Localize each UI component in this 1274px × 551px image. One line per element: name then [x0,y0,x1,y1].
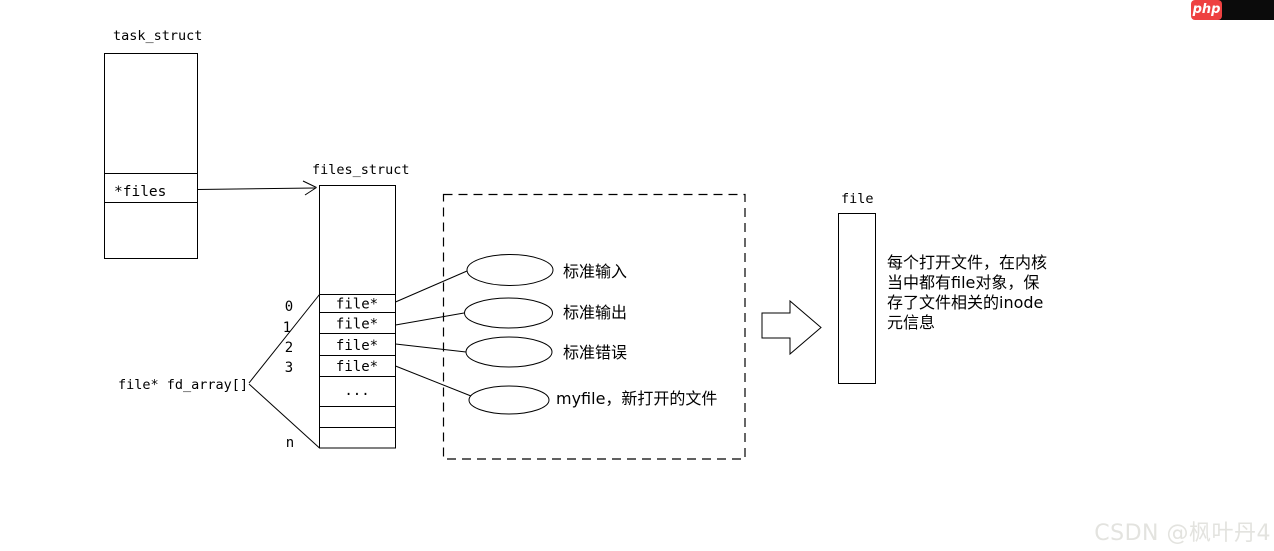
label-stderr: 标准错误 [563,343,627,362]
fd-index-0: 0 [285,299,293,315]
file-object-ellipse-stdout [464,297,553,329]
files-struct-title: files_struct [312,162,410,178]
fd-index-3: 3 [285,360,293,376]
site-logo-black-bar [1218,0,1274,20]
block-arrow [761,299,822,356]
connector-fd3 [395,365,472,397]
fd-cell-1: file* [336,317,378,333]
fd-cell-ellipsis: ... [344,383,369,399]
file-object-ellipse-myfile [468,385,550,415]
file-box-title: file [841,191,874,207]
connector-fd0 [395,270,468,303]
label-stdout: 标准输出 [563,303,627,322]
task-struct-title: task_struct [113,28,202,44]
file-object-ellipse-stdin [466,254,554,286]
files-pointer-arrow-line [197,187,316,190]
file-description-line: 存了文件相关的inode [887,293,1043,312]
file-description-line: 每个打开文件，在内核 [887,253,1047,272]
task-struct-files-field: *files [114,184,166,200]
csdn-watermark: CSDN @枫叶丹4 [1094,521,1271,546]
file-box [838,213,876,384]
file-description-line: 元信息 [887,313,935,332]
fd-index-1: 1 [283,320,291,336]
php-logo: php [1191,0,1222,20]
fd-cell-2: file* [336,338,378,354]
fd-array-label: file* fd_array[] [118,377,248,393]
files-struct-box [319,185,396,449]
fd-index-n: n [286,435,294,451]
connector-fd1 [395,312,465,326]
file-description-line: 当中都有file对象，保 [887,273,1039,292]
file-object-ellipse-stderr [465,336,553,368]
files-pointer-arrowhead [302,180,317,188]
fd-array-brace-upper [248,294,320,384]
fd-array-brace-lower [248,383,320,449]
task-struct-box [104,53,198,259]
fd-cell-3: file* [336,359,378,375]
file-description: 每个打开文件，在内核 当中都有file对象，保 存了文件相关的inode 元信息 [887,253,1047,332]
label-myfile: myfile，新打开的文件 [556,389,717,408]
connector-fd2 [395,343,467,353]
label-stdin: 标准输入 [563,262,627,281]
fd-cell-0: file* [336,297,378,313]
open-files-dashed-box [442,193,746,460]
fd-index-2: 2 [285,340,293,356]
files-pointer-arrowhead [304,187,317,196]
